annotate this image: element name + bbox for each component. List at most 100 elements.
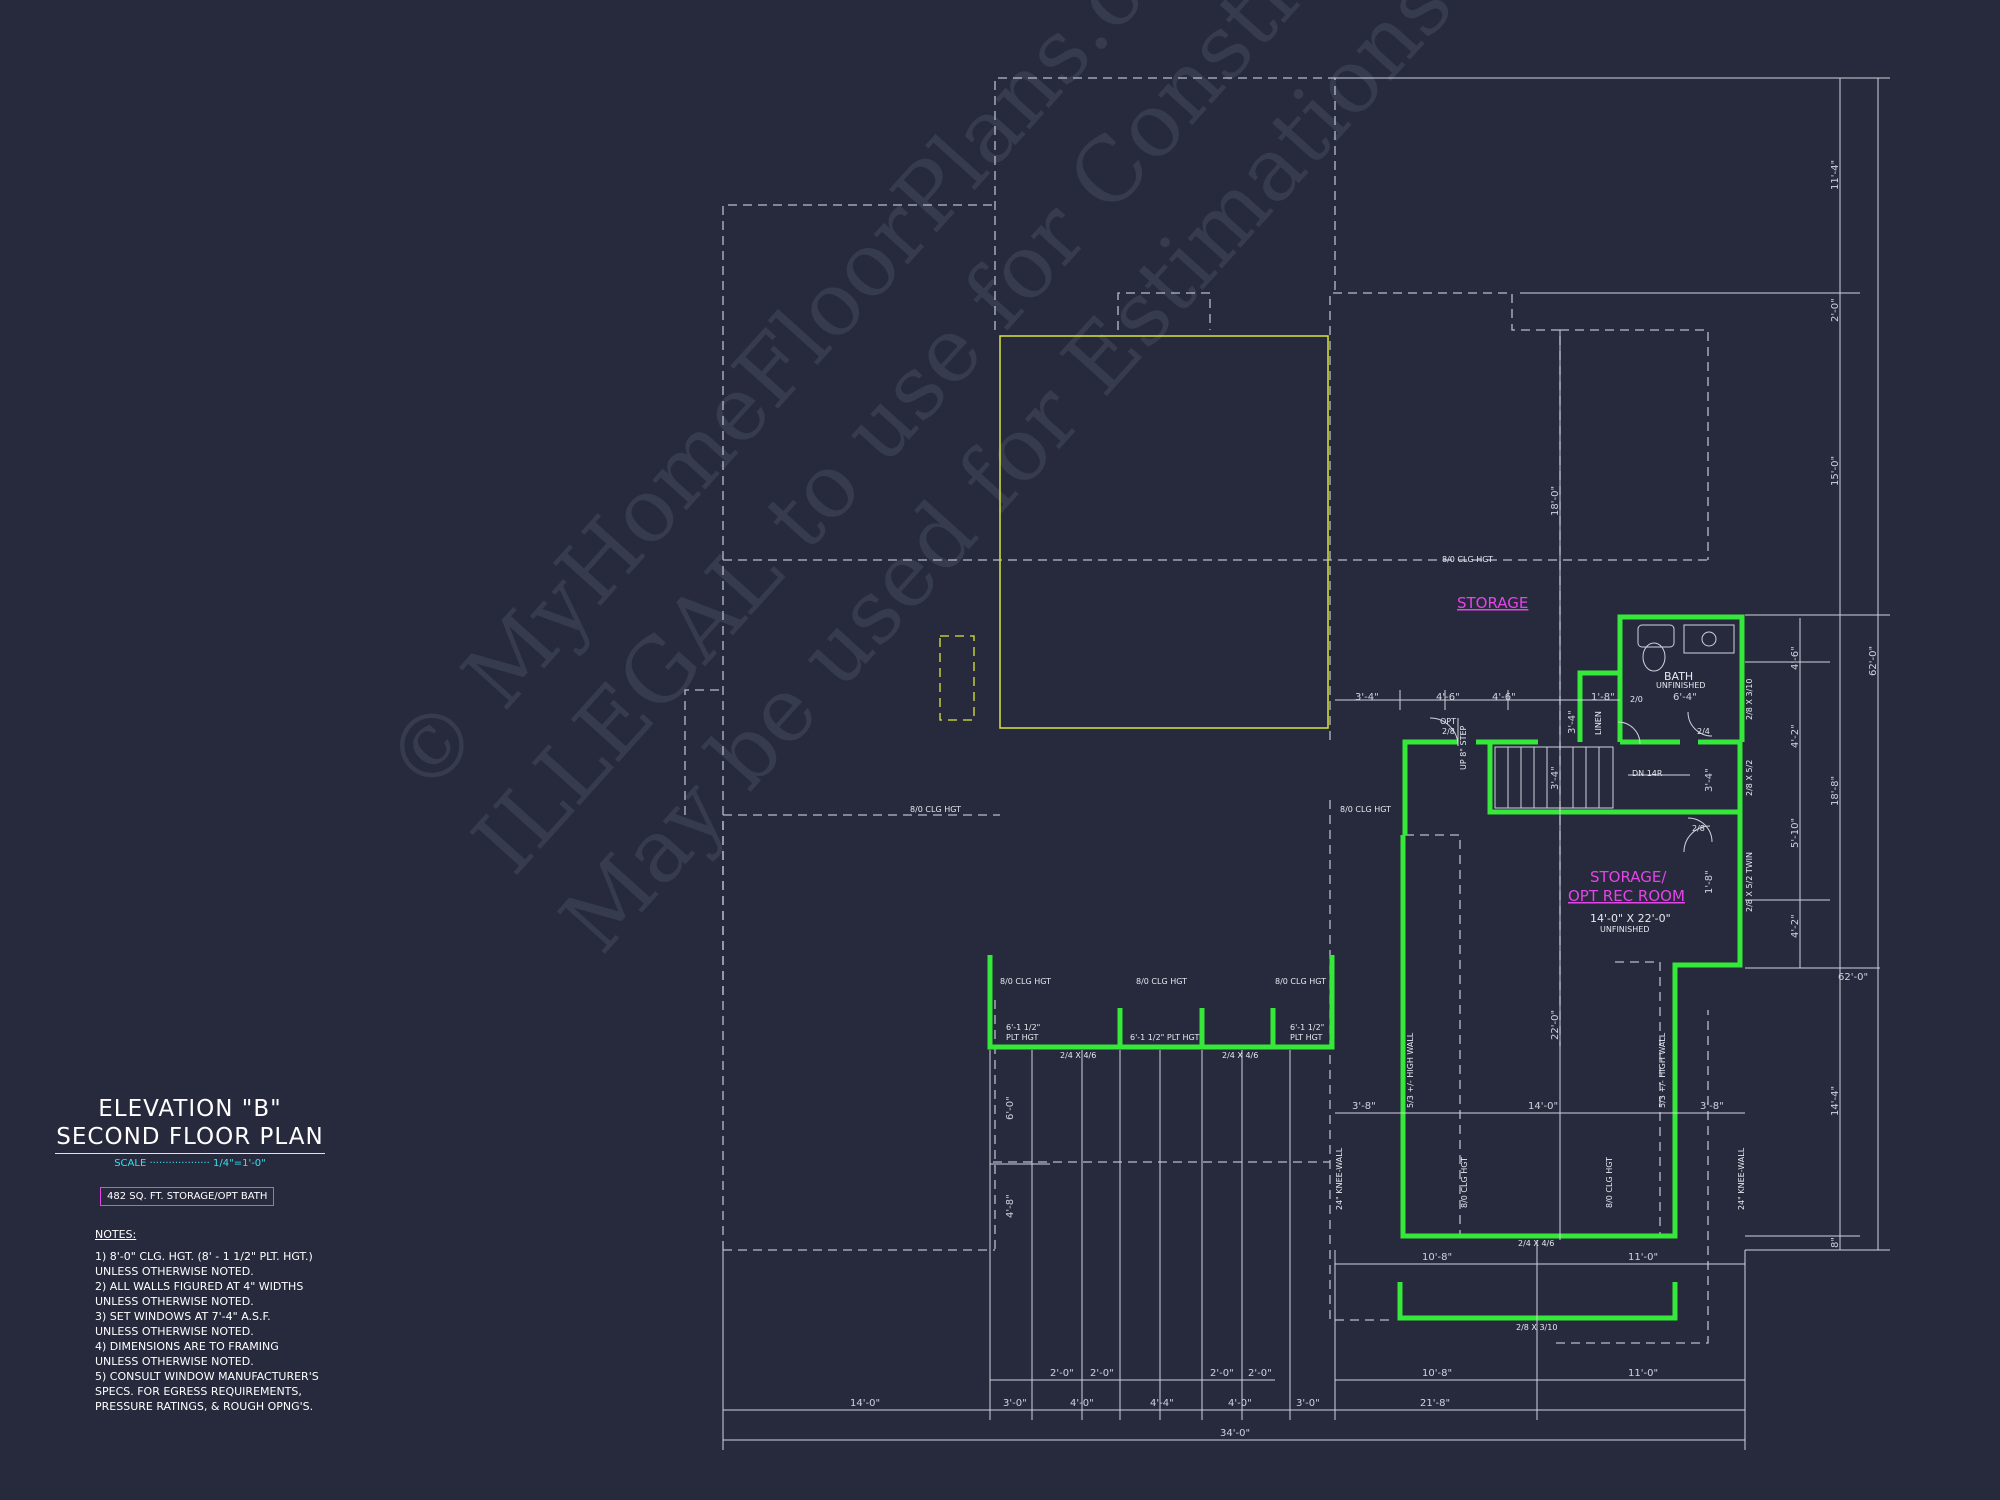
rec-room-label-2: OPT REC ROOM — [1568, 887, 1685, 905]
dim-11-0-bottom: 11'-0" — [1628, 1368, 1658, 1379]
clg-hgt-left: 8/0 CLG HGT — [910, 805, 961, 814]
door-2-8-opt: 2/8 — [1442, 727, 1455, 736]
window-2852: 2/8 X 5/2 — [1745, 760, 1754, 796]
dim-14-4: 14'-4" — [1830, 1086, 1841, 1116]
dim-10-8-top: 10'-8" — [1422, 1252, 1452, 1263]
note-line: 1) 8'-0" CLG. HGT. (8' - 1 1/2" PLT. HGT… — [95, 1250, 313, 1263]
drawing-legend: ELEVATION "B" SECOND FLOOR PLAN SCALE ··… — [55, 1095, 325, 1414]
floor-title: SECOND FLOOR PLAN — [55, 1123, 325, 1154]
plt-hgt-b: 6'-1 1/2" PLT HGT — [1130, 1033, 1199, 1042]
window-2810-right: 2/8 X 3/10 — [1745, 679, 1754, 720]
window-246-a: 2/4 X 4/6 — [1060, 1051, 1096, 1060]
dim-14-0-mid: 14'-0" — [1528, 1101, 1558, 1112]
plt-hgt-a2: PLT HGT — [1006, 1033, 1039, 1042]
opt-label: OPT — [1440, 717, 1456, 726]
dim-34-0: 34'-0" — [1220, 1428, 1250, 1439]
dim-6-4: 6'-4" — [1673, 692, 1697, 703]
dim-18-0: 18'-0" — [1550, 486, 1561, 516]
linen-label: LINEN — [1594, 711, 1603, 735]
dim-3-4-vert-a: 3'-4" — [1567, 710, 1578, 734]
dim-4-6-vert: 4'-6" — [1790, 646, 1801, 670]
down-14r: DN 14R — [1632, 769, 1663, 778]
dim-4-8-vert: 4'-8" — [1005, 1194, 1016, 1218]
walls — [987, 614, 1745, 1321]
elevation-title: ELEVATION "B" — [98, 1096, 282, 1122]
dim-4-6-b: 4'-6" — [1492, 692, 1516, 703]
dim-1-8: 1'-8" — [1591, 692, 1615, 703]
knee-wall-right: 24" KNEE-WALL — [1737, 1147, 1746, 1210]
dim-3-4: 3'-4" — [1355, 692, 1379, 703]
clg-hgt-center: 8/0 CLG HGT — [1340, 805, 1391, 814]
dim-2-0-c: 2'-0" — [1210, 1368, 1234, 1379]
dim-3-8-right: 3'-8" — [1700, 1101, 1724, 1112]
dim-15-0: 15'-0" — [1830, 456, 1841, 486]
dim-11-0-top: 11'-0" — [1628, 1252, 1658, 1263]
dim-4-0-left: 4'-0" — [1070, 1398, 1094, 1409]
dim-62-0-left: 62'-0" — [1838, 972, 1868, 983]
clg-hgt-storage: 8/0 CLG HGT — [1442, 555, 1493, 564]
window-246-c: 2/4 X 4/6 — [1518, 1239, 1554, 1248]
dim-11-4: 11'-4" — [1830, 160, 1841, 190]
high-wall-left: 5/3 +/- HIGH WALL — [1406, 1032, 1415, 1108]
note-line: UNLESS OTHERWISE NOTED. — [95, 1295, 254, 1308]
note-line: SPECS. FOR EGRESS REQUIREMENTS, — [95, 1385, 302, 1398]
dim-3-8-left: 3'-8" — [1352, 1101, 1376, 1112]
note-line: 4) DIMENSIONS ARE TO FRAMING — [95, 1340, 279, 1353]
clg-hgt-porch-a: 8/0 CLG HGT — [1000, 977, 1051, 986]
roof-outline-dashed — [684, 77, 1709, 1344]
clg-hgt-porch-b: 8/0 CLG HGT — [1136, 977, 1187, 986]
rec-room-size: 14'-0" X 22'-0" — [1590, 912, 1671, 925]
dim-5-10: 5'-10" — [1790, 818, 1801, 848]
plt-hgt-c2: PLT HGT — [1290, 1033, 1323, 1042]
dim-21-8: 21'-8" — [1420, 1398, 1450, 1409]
note-line: PRESSURE RATINGS, & ROUGH OPNG'S. — [95, 1400, 314, 1413]
window-2810-bottom: 2/8 X 3/10 — [1516, 1323, 1557, 1332]
plt-hgt-c: 6'-1 1/2" — [1290, 1023, 1324, 1032]
door-2-4: 2/4 — [1697, 727, 1710, 736]
room-labels: STORAGE STORAGE/ OPT REC ROOM 14'-0" X 2… — [1457, 594, 1693, 925]
dim-3-0-left: 3'-0" — [1003, 1398, 1027, 1409]
clg-hgt-rec-left: 8/0 CLG HGT — [1460, 1157, 1469, 1208]
dimension-lines — [722, 77, 1890, 1450]
dim-18-8: 18'-8" — [1830, 776, 1841, 806]
note-line: 5) CONSULT WINDOW MANUFACTURER'S — [95, 1370, 319, 1383]
dim-4-6-a: 4'-6" — [1436, 692, 1460, 703]
dim-4-2-lower: 4'-2" — [1790, 914, 1801, 938]
window-2852-twin: 2/8 X 5/2 TWIN — [1745, 852, 1754, 912]
knee-wall-left: 24" KNEE-WALL — [1335, 1147, 1344, 1210]
clg-hgt-rec-right: 8/0 CLG HGT — [1605, 1157, 1614, 1208]
dim-8: 8" — [1830, 1237, 1841, 1248]
dim-2-0-d: 2'-0" — [1248, 1368, 1272, 1379]
vertical-dimension-texts: 11'-4" 2'-0" 15'-0" 62'-0" 18'-0" 22'-0"… — [1005, 160, 1879, 1248]
dim-3-4-vert-b: 3'-4" — [1550, 766, 1561, 790]
dim-2-0-b: 2'-0" — [1090, 1368, 1114, 1379]
area-badge: 482 SQ. FT. STORAGE/OPT BATH — [100, 1187, 275, 1206]
scale-label: SCALE ··················· 1/4"=1'-0" — [114, 1158, 266, 1169]
dim-4-2-upper: 4'-2" — [1790, 724, 1801, 748]
dim-4-0-right: 4'-0" — [1228, 1398, 1252, 1409]
dim-3-4-vert-c: 3'-4" — [1704, 768, 1715, 792]
dim-14-0: 14'-0" — [850, 1398, 880, 1409]
door-2-8-right: 2/8 — [1692, 824, 1705, 833]
dim-3-0-right: 3'-0" — [1296, 1398, 1320, 1409]
dim-62-0: 62'-0" — [1868, 646, 1879, 676]
plt-hgt-a: 6'-1 1/2" — [1006, 1023, 1040, 1032]
door-2-0: 2/0 — [1630, 695, 1643, 704]
dim-4-4: 4'-4" — [1150, 1398, 1174, 1409]
note-line: UNLESS OTHERWISE NOTED. — [95, 1325, 254, 1338]
up-step: UP 8" STEP — [1459, 725, 1468, 770]
note-line: UNLESS OTHERWISE NOTED. — [95, 1265, 254, 1278]
rec-room-label-1: STORAGE/ — [1590, 868, 1667, 886]
note-texts: 8/0 CLG HGT 8/0 CLG HGT 8/0 CLG HGT 8/0 … — [910, 555, 1754, 1332]
window-246-b: 2/4 X 4/6 — [1222, 1051, 1258, 1060]
bath-note: UNFINISHED — [1656, 681, 1705, 690]
high-wall-right: 5/3 +/- HIGH WALL — [1658, 1032, 1667, 1108]
note-line: UNLESS OTHERWISE NOTED. — [95, 1355, 254, 1368]
notes-heading: NOTES: — [95, 1228, 137, 1241]
notes-list: 1) 8'-0" CLG. HGT. (8' - 1 1/2" PLT. HGT… — [95, 1249, 325, 1414]
rec-note: UNFINISHED — [1600, 925, 1649, 934]
note-line: 3) SET WINDOWS AT 7'-4" A.S.F. — [95, 1310, 271, 1323]
bath-label: BATH — [1664, 670, 1693, 683]
dimension-texts: 14'-0" 3'-0" 4'-0" 4'-4" 4'-0" 3'-0" 2'-… — [850, 692, 1868, 1439]
